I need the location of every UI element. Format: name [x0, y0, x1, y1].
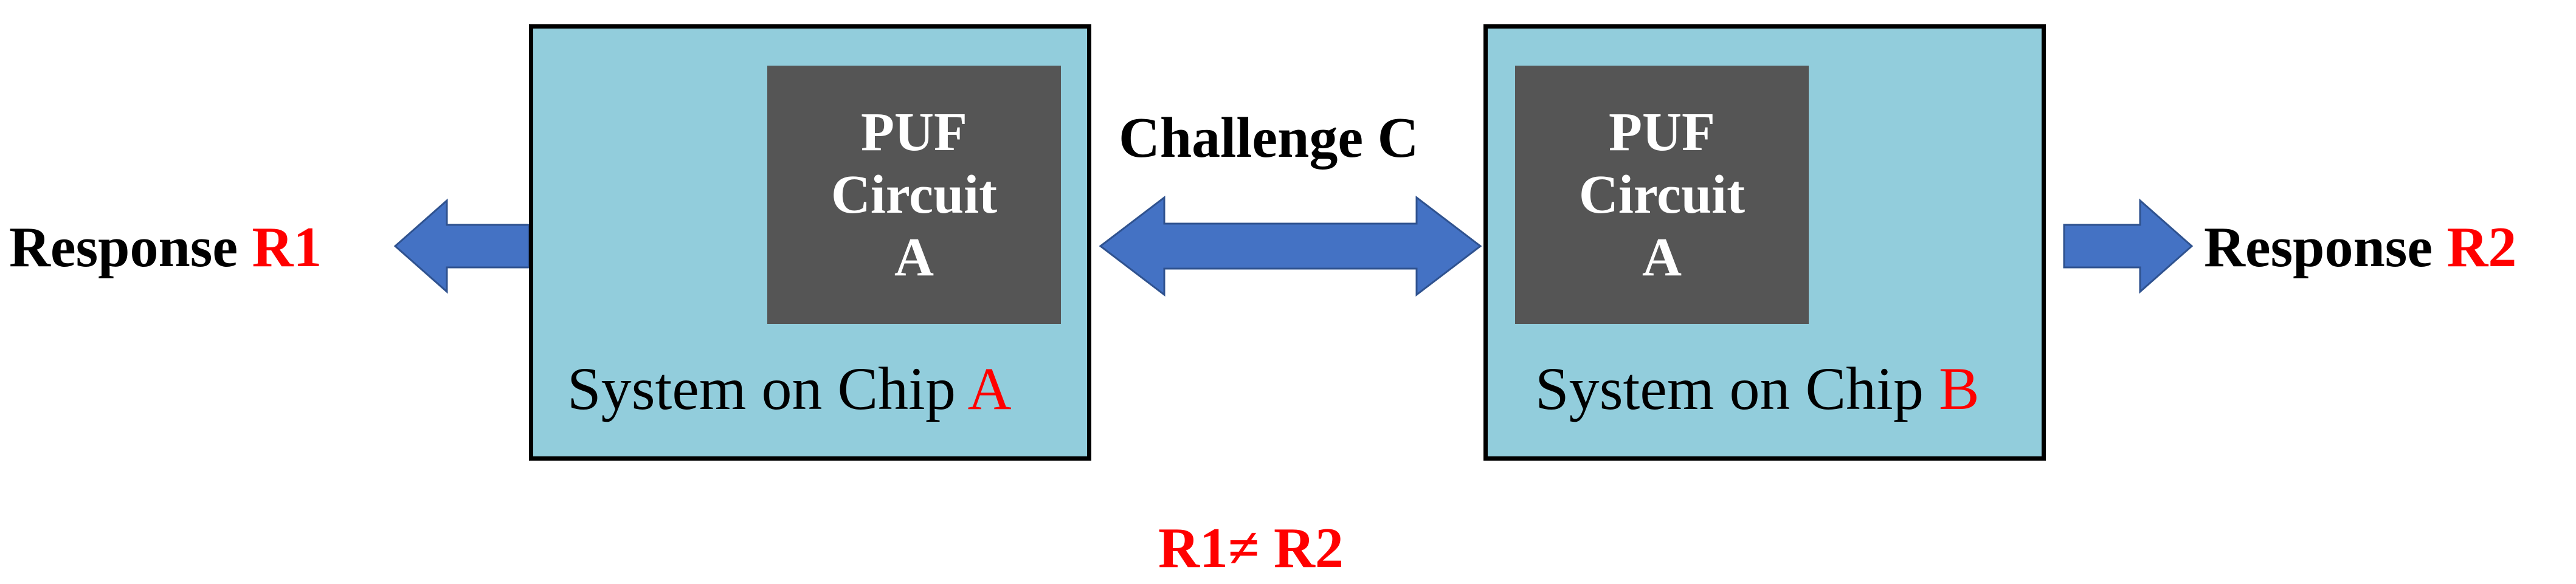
- response-r1-prefix: Response: [9, 216, 252, 279]
- soc-b-label-suffix: B: [1938, 355, 1980, 422]
- response-r2-arrow: [2063, 198, 2194, 294]
- puf-a-line3: A: [894, 227, 934, 287]
- inequality-label: R1≠ R2: [1158, 517, 1344, 580]
- puf-a-line2: Circuit: [830, 165, 998, 225]
- response-r2-label: Response R2: [2204, 219, 2516, 276]
- soc-b-label: System on Chip B: [1535, 359, 1980, 419]
- puf-b-line2: Circuit: [1578, 165, 1746, 225]
- puf-a-line1: PUF: [861, 102, 967, 162]
- response-r2-prefix: Response: [2204, 216, 2447, 279]
- response-r1-value: R1: [252, 216, 322, 279]
- puf-circuit-a-box: PUF Circuit A: [767, 66, 1061, 324]
- response-r2-value: R2: [2447, 216, 2517, 279]
- soc-b-label-prefix: System on Chip: [1535, 355, 1939, 422]
- puf-circuit-b-box: PUF Circuit A: [1515, 66, 1809, 324]
- response-r1-label: Response R1: [9, 219, 322, 276]
- response-r1-arrow: [393, 198, 530, 294]
- challenge-double-arrow: [1099, 195, 1482, 297]
- soc-a-label-prefix: System on Chip: [567, 355, 968, 422]
- soc-a-label: System on Chip A: [567, 359, 1012, 419]
- challenge-label: Challenge C: [1119, 106, 1419, 170]
- puf-b-line3: A: [1642, 227, 1682, 287]
- soc-a-label-suffix: A: [967, 355, 1012, 422]
- puf-b-line1: PUF: [1609, 102, 1715, 162]
